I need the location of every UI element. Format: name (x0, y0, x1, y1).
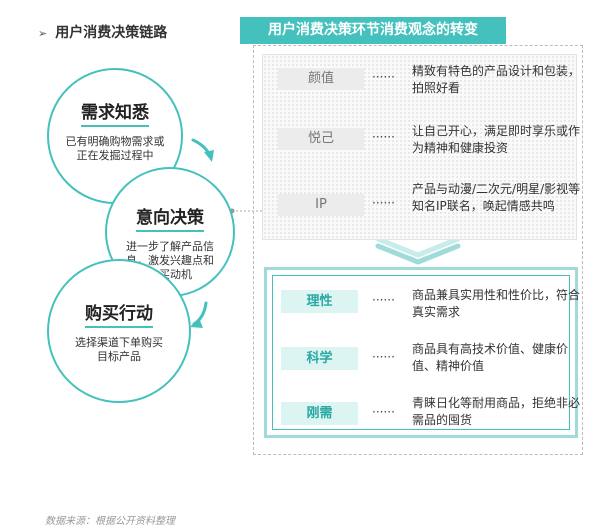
circle-desc: 选择渠道下单购买 目标产品 (49, 336, 189, 364)
circle-desc: 进一步了解产品信 息，激发兴趣点和 购买动机 (107, 240, 233, 282)
dots: ······ (372, 293, 395, 307)
circle-desc-line: 选择渠道下单购买 (75, 336, 163, 349)
label-scientific: 科学 (281, 347, 358, 370)
label-appearance: 颜值 (278, 68, 364, 90)
dots: ······ (372, 70, 395, 84)
circle-desc-line: 进一步了解产品信 (126, 240, 214, 253)
circle-purchase-action: 购买行动 选择渠道下单购买 目标产品 (47, 259, 191, 403)
circle-title: 意向决策 (136, 203, 204, 232)
dots: ······ (372, 196, 395, 210)
item-desc: 商品兼具实用性和性价比，符合真实需求 (412, 288, 581, 319)
data-source-note: 数据来源：根据公开资料整理 (45, 516, 175, 527)
flow-arrowhead-1 (204, 150, 214, 162)
label-ip: IP (278, 194, 364, 216)
right-section-title: 用户消费决策环节消费观念的转变 (240, 17, 506, 44)
item-desc: 让自己开心，满足即时享乐或作为精神和健康投资 (412, 124, 581, 155)
lower-box-inner-border (272, 275, 570, 430)
item-desc: 产品与动漫/二次元/明星/影视等知名IP联名，唤起情感共鸣 (412, 182, 581, 213)
item-desc: 精致有特色的产品设计和包装，拍照好看 (412, 64, 581, 95)
arrow-right-icon: ➢ (38, 27, 48, 40)
item-desc: 商品具有高技术价值、健康价值、精神价值 (412, 342, 569, 373)
left-section-title: ➢ 用户消费决策链路 (38, 22, 167, 42)
circle-desc-line: 已有明确购物需求或 (65, 135, 165, 148)
chevron-down-icon (375, 236, 461, 265)
circle-title: 需求知悉 (81, 98, 149, 127)
circle-desc-line: 目标产品 (97, 350, 141, 363)
dots: ······ (372, 405, 395, 419)
left-section-title-text: 用户消费决策链路 (55, 25, 168, 41)
circle-title: 购买行动 (85, 299, 153, 328)
flow-arrowhead-2 (190, 318, 203, 328)
item-desc: 青睐日化等耐用商品，拒绝非必需品的囤货 (412, 396, 581, 427)
circle-desc-line: 息，激发兴趣点和 (126, 254, 214, 267)
circle-desc-line: 正在发掘过程中 (76, 149, 154, 162)
label-self-pleasing: 悦己 (278, 128, 364, 150)
label-rational: 理性 (281, 290, 358, 313)
circle-desc: 已有明确购物需求或 正在发掘过程中 (49, 135, 181, 163)
dots: ······ (372, 130, 395, 144)
dots: ······ (372, 350, 395, 364)
label-necessity: 刚需 (281, 402, 358, 425)
outer-dashed-frame (253, 45, 583, 455)
